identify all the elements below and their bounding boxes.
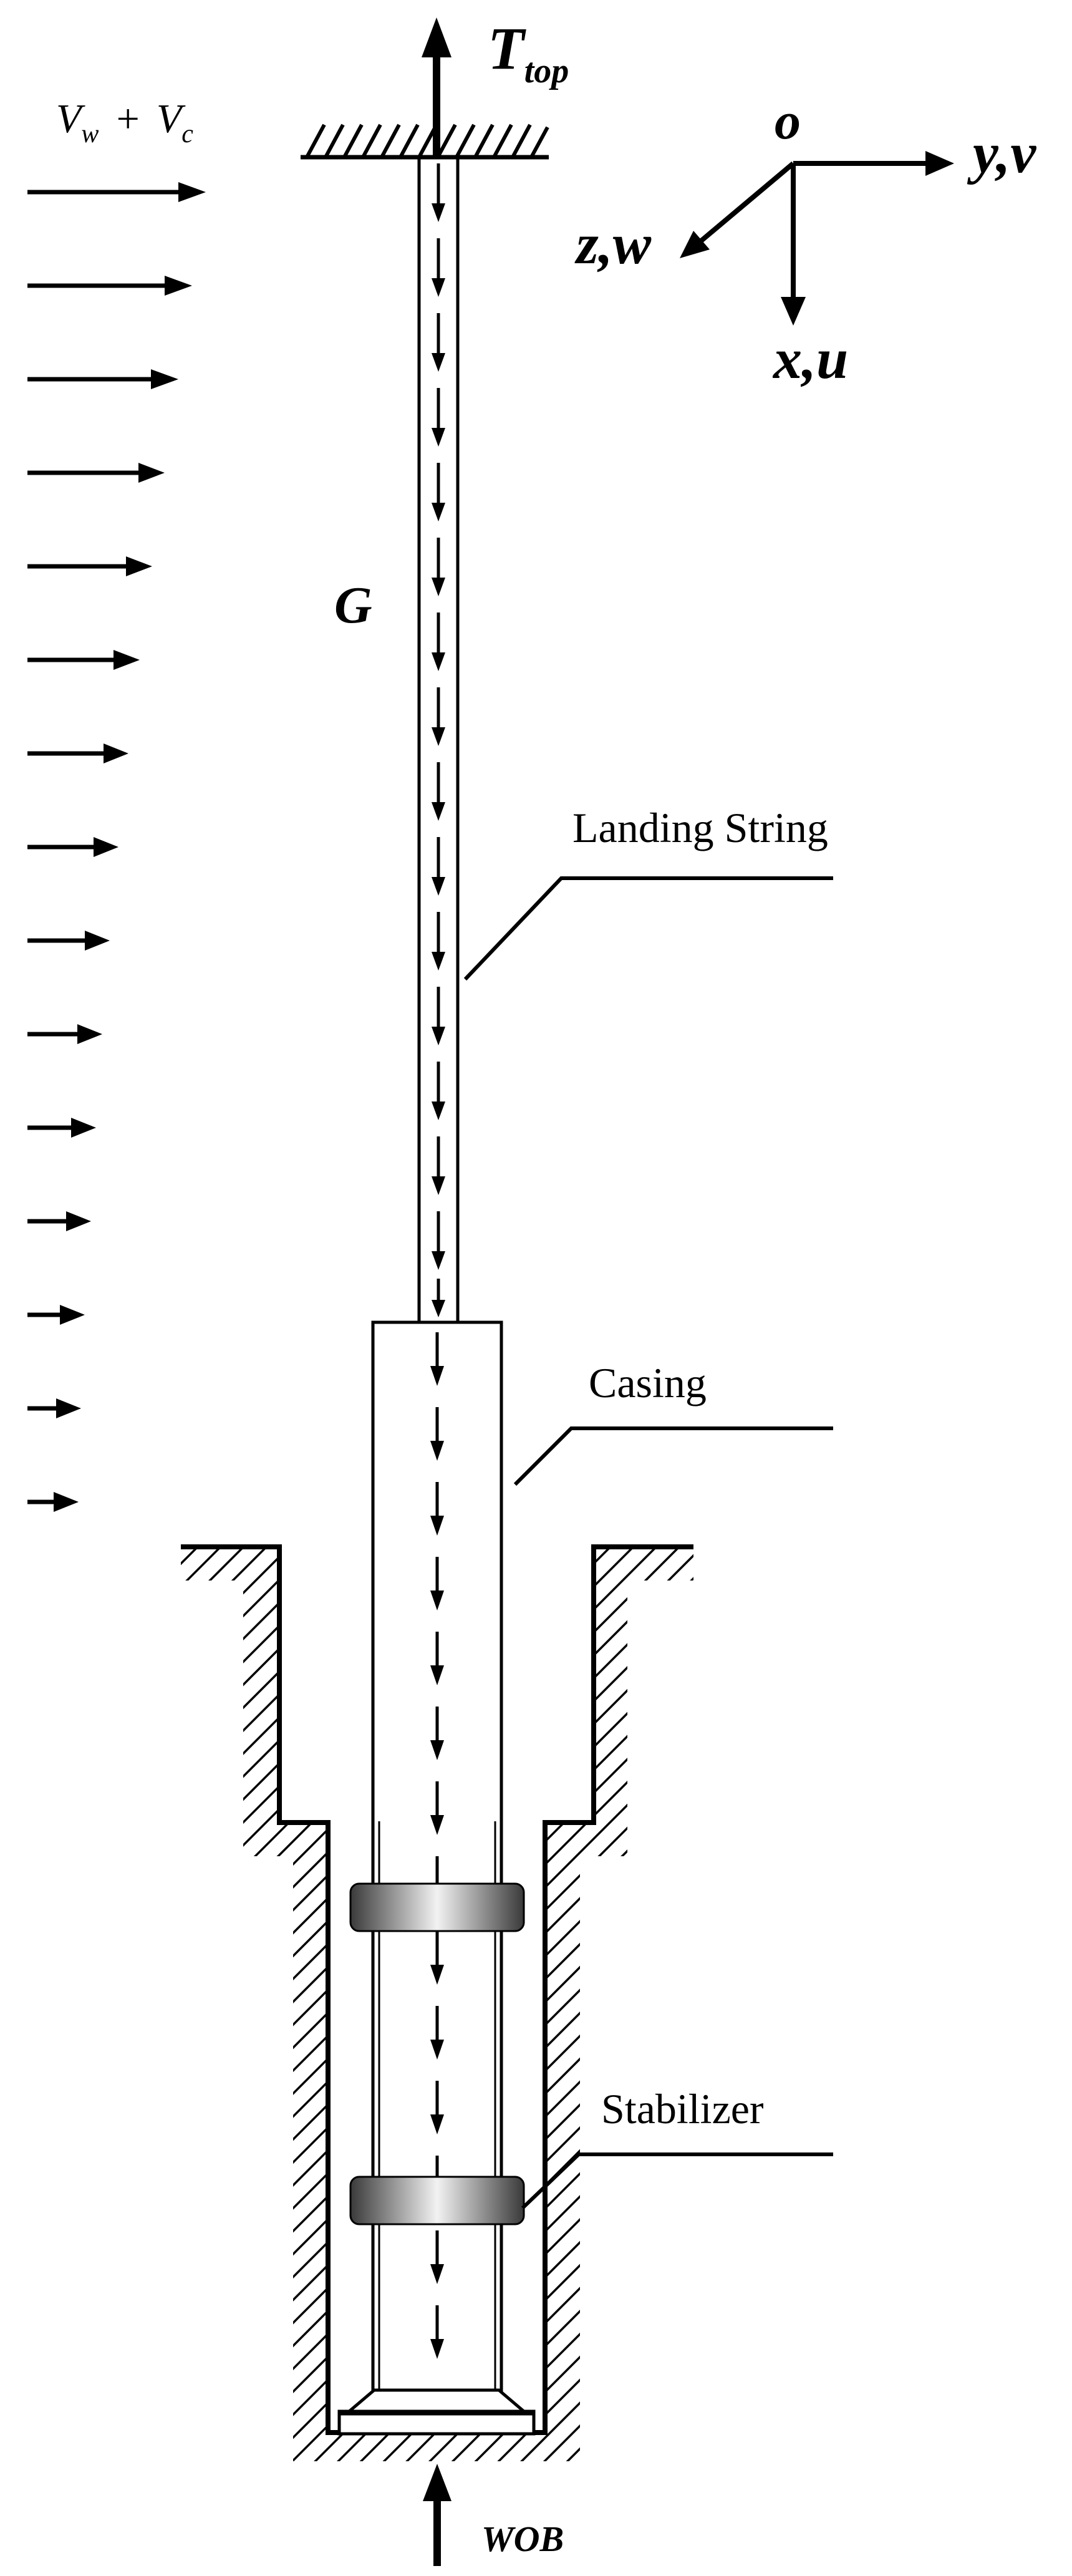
origin-label: o <box>775 92 801 150</box>
casing-shoe <box>337 2388 536 2436</box>
landing-string-label: Landing String <box>572 804 828 851</box>
wob-label: WOB <box>481 2519 564 2559</box>
stabilizer-label: Stabilizer <box>601 2085 764 2133</box>
casing-label: Casing <box>589 1359 707 1407</box>
top-support <box>301 123 549 160</box>
landing-string-leader <box>463 876 833 981</box>
stabilizer-upper <box>349 1882 525 1932</box>
wob-arrow <box>423 2464 451 2566</box>
x-axis-label: x,u <box>772 327 848 390</box>
stabilizer-lower <box>349 2176 525 2225</box>
current-velocity-label: Vw+Vc <box>56 96 193 148</box>
current-profile-arrows <box>27 182 206 1512</box>
casing-leader <box>513 1426 833 1486</box>
landing-string-pipe <box>417 157 460 1322</box>
gravity-arrows-string <box>432 163 445 1317</box>
top-tension-arrow <box>422 17 451 157</box>
coordinate-axes <box>680 151 954 326</box>
stabilizer-leader <box>521 2152 833 2210</box>
z-axis-label: z,w <box>574 212 652 276</box>
y-axis-label: y,v <box>967 121 1036 185</box>
gravity-label: G <box>334 576 372 634</box>
top-tension-label: Ttop <box>488 15 569 90</box>
borehole-walls <box>181 1544 693 2461</box>
